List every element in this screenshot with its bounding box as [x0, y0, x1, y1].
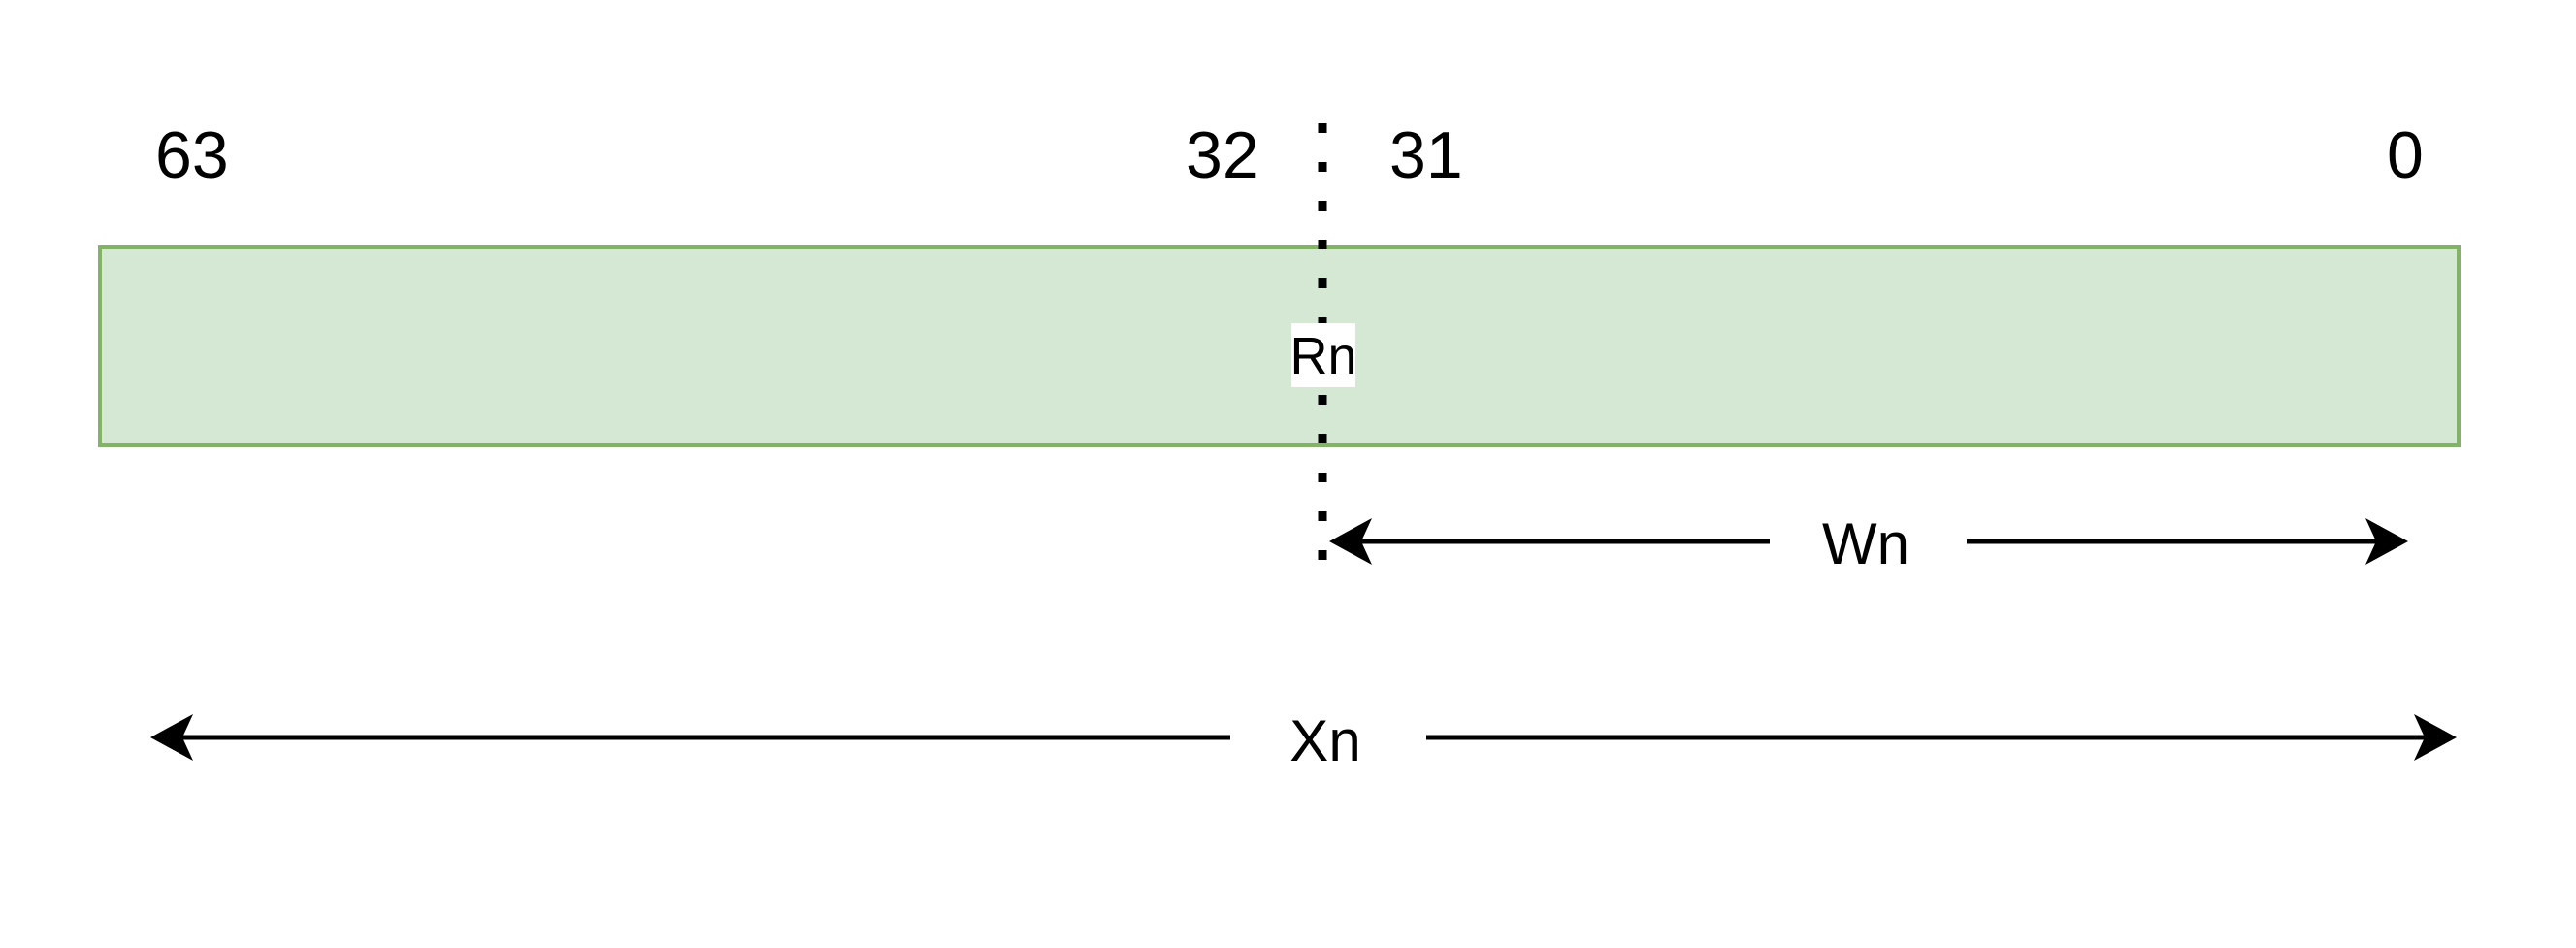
- arrow-head-icon: [1329, 518, 1372, 565]
- bit-label-0: 0: [2387, 118, 2424, 192]
- bit-label-63: 63: [155, 118, 229, 192]
- register-box: [98, 245, 2461, 447]
- wn-span-label: Wn: [1822, 511, 1909, 576]
- bit-label-32: 32: [1186, 118, 1259, 192]
- register-label: Rn: [1289, 327, 1356, 385]
- arrow-head-icon: [150, 714, 193, 761]
- register-label-background: [1291, 323, 1355, 387]
- xn-span-label: Xn: [1289, 708, 1360, 773]
- arrow-head-icon: [2365, 518, 2408, 565]
- arrow-head-icon: [2414, 714, 2457, 761]
- bit-label-31: 31: [1389, 118, 1463, 192]
